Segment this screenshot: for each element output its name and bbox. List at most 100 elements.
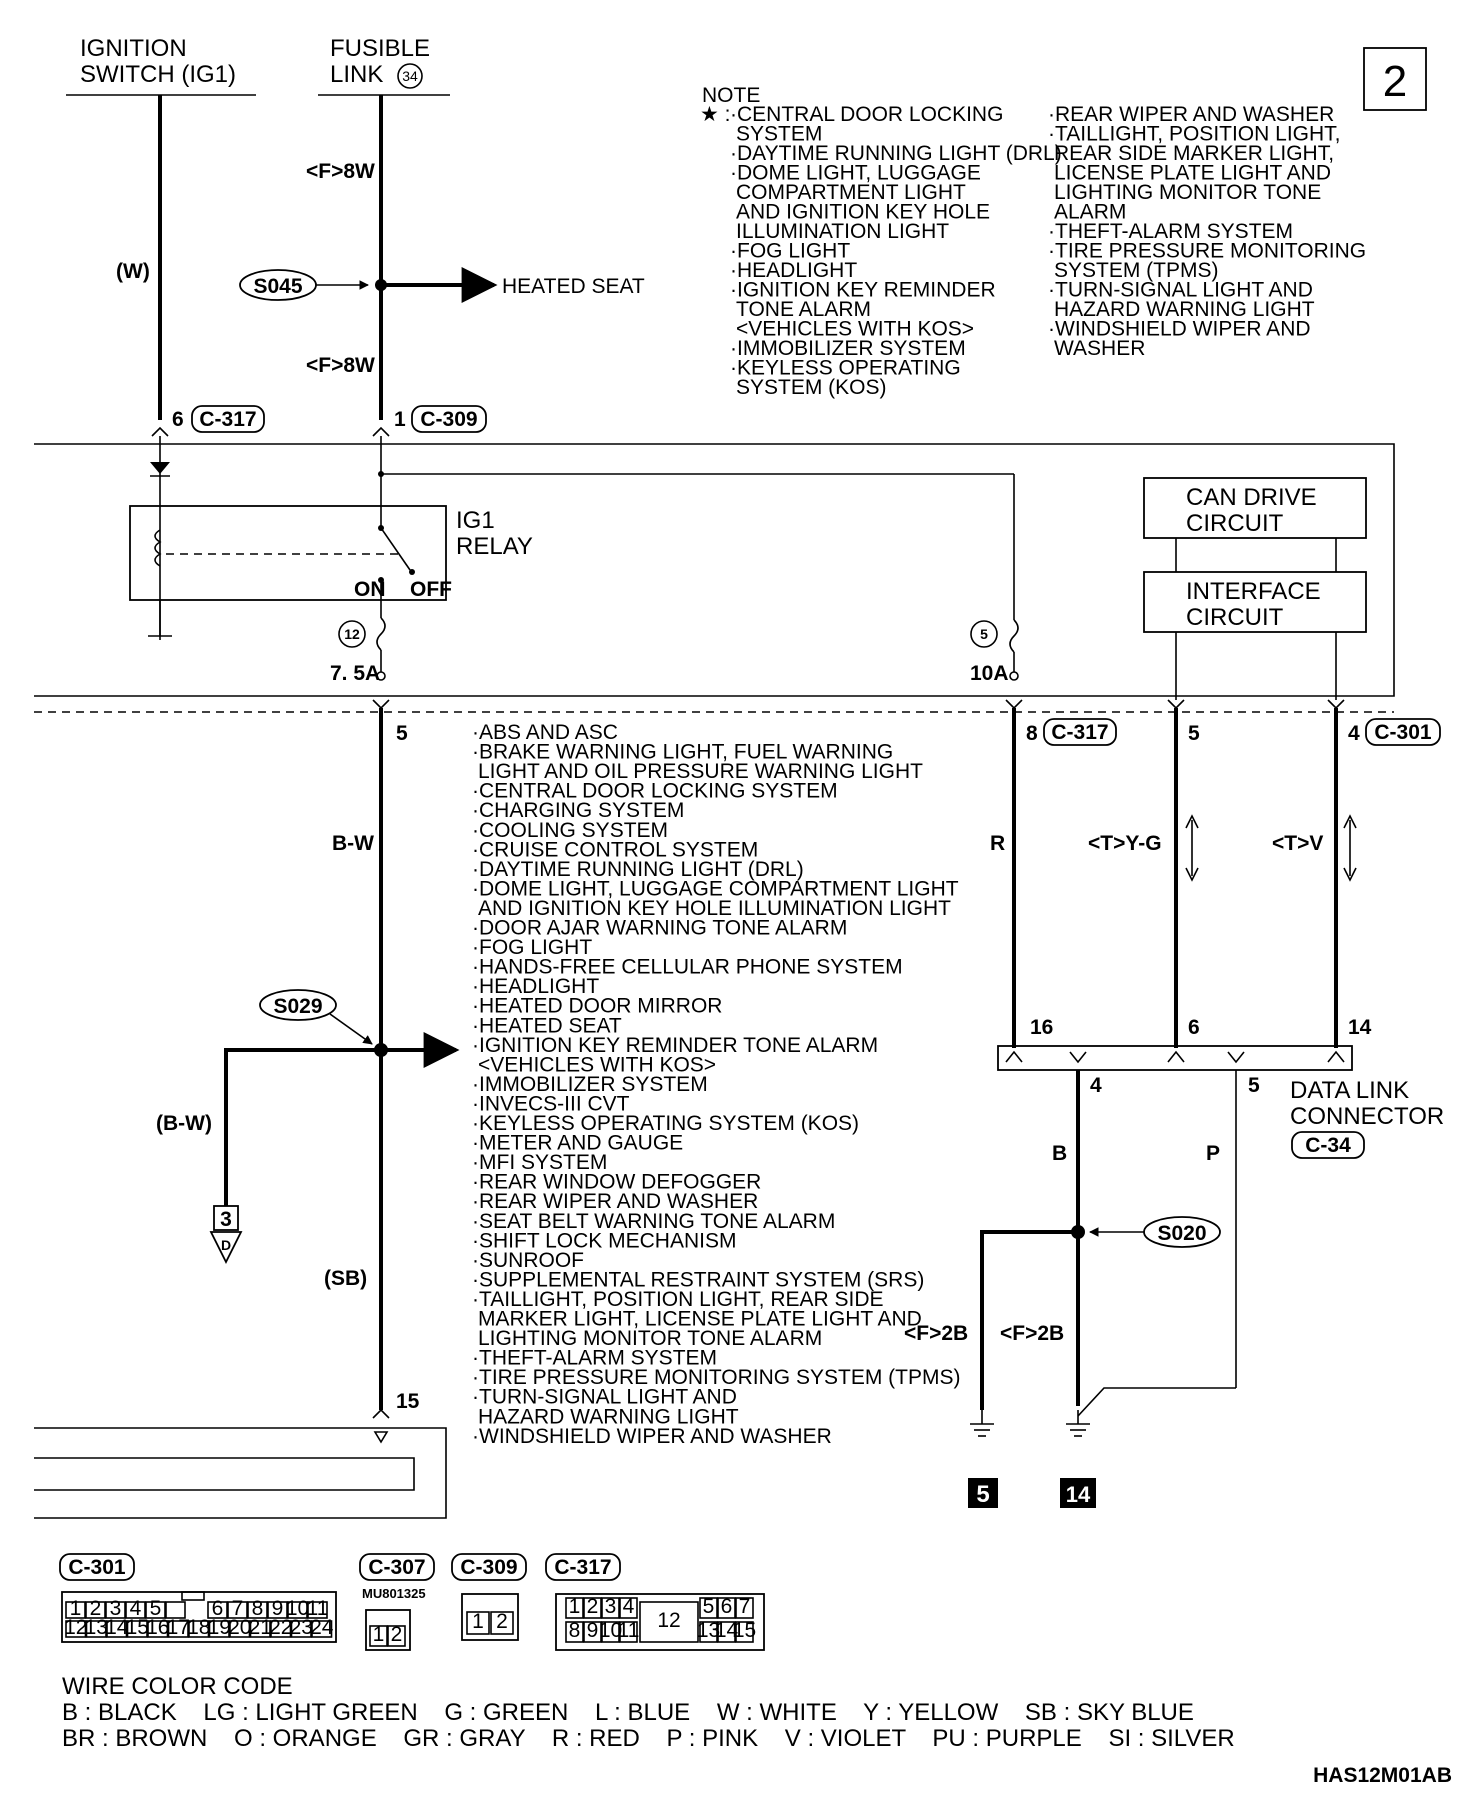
- s045-label: S045: [253, 275, 302, 298]
- c307-part-number: MU801325: [362, 1586, 426, 1601]
- s029-oval: [259, 989, 337, 1021]
- c301-pin: [85, 1620, 107, 1638]
- unit-outline-upper: [34, 443, 1395, 697]
- c301-pin-num: 16: [146, 1616, 169, 1639]
- relay-label-2: RELAY: [456, 533, 533, 560]
- wire-f2b-label-1: <F>2B: [904, 1322, 968, 1345]
- c317-pin-num: 14: [715, 1619, 739, 1642]
- c301-pin-num: 4: [130, 1597, 142, 1620]
- c301-pin: [229, 1620, 251, 1638]
- can-drive-label-1: CAN DRIVE: [1186, 484, 1317, 511]
- dlc-body: [997, 1045, 1353, 1071]
- term-5-right: [1167, 699, 1185, 710]
- wire-f2b-left: [980, 1230, 1078, 1410]
- note-item: SYSTEM (TPMS): [1054, 259, 1219, 282]
- c301-pin: [207, 1601, 228, 1619]
- c317-top-terminal: [151, 426, 169, 437]
- dlc-label-1: DATA LINK: [1290, 1077, 1409, 1104]
- systems-list-item: ·TIRE PRESSURE MONITORING SYSTEM (TPMS): [472, 1366, 960, 1389]
- c301-pin: [247, 1601, 268, 1619]
- c309-body: [461, 1593, 519, 1641]
- systems-list-item: LIGHTING MONITOR TONE ALARM: [478, 1327, 822, 1350]
- wire-w-label: (W): [116, 260, 150, 283]
- c301-pin: [126, 1620, 148, 1638]
- c317-pin-num: 4: [623, 1595, 635, 1618]
- c301-pin: [188, 1620, 210, 1638]
- wire-b-label: B: [1052, 1142, 1067, 1165]
- c301-pin: [249, 1620, 271, 1638]
- dlc-label-2: CONNECTOR: [1290, 1103, 1444, 1130]
- c309-pin-num: 1: [472, 1610, 484, 1633]
- c301-key: [181, 1591, 205, 1601]
- relay-off-label: OFF: [410, 578, 452, 601]
- note-item: AND IGNITION KEY HOLE: [736, 201, 990, 224]
- c317-pin: [735, 1597, 754, 1619]
- systems-list-item: AND IGNITION KEY HOLE ILLUMINATION LIGHT: [478, 897, 951, 920]
- wire-f8w-label-2: <F>8W: [306, 354, 375, 377]
- c301-pin-num: 7: [232, 1597, 244, 1620]
- c301-pin-num: 18: [187, 1616, 210, 1639]
- c301-pin: [227, 1601, 248, 1619]
- c307-pin-num: 2: [391, 1623, 403, 1646]
- wire-r-label: R: [990, 832, 1005, 855]
- c317-pin: [699, 1597, 718, 1619]
- c317-pin: [583, 1621, 602, 1643]
- c317-pin-num: 5: [703, 1595, 715, 1618]
- note-item: LIGHTING MONITOR TONE: [1054, 181, 1321, 204]
- systems-list-item: MARKER LIGHT, LICENSE PLATE LIGHT AND: [478, 1308, 922, 1331]
- c301-pin: [167, 1620, 189, 1638]
- pin5-right: 5: [1188, 722, 1200, 745]
- fuse5-terminal: [1009, 671, 1019, 681]
- note-item: ·IMMOBILIZER SYSTEM: [730, 337, 966, 360]
- c317-pin-num: 8: [569, 1619, 581, 1642]
- fusible-link-label-2: LINK: [330, 61, 383, 88]
- c301-mid-name-box: [1365, 718, 1441, 746]
- c307-view-name: C-307: [368, 1556, 425, 1579]
- c301-pin: [125, 1601, 146, 1619]
- c309-pin: [490, 1611, 514, 1635]
- systems-list-item: ·INVECS-III CVT: [472, 1092, 630, 1115]
- note-item: TONE ALARM: [736, 298, 871, 321]
- note-item: SYSTEM: [736, 123, 822, 146]
- note-item: HAZARD WARNING LIGHT: [1054, 298, 1315, 321]
- fuse12-icon: [376, 617, 386, 651]
- ig1-relay-box: [129, 505, 447, 601]
- c317-pin-num: 3: [605, 1595, 617, 1618]
- c301-pin: [287, 1601, 308, 1619]
- lower-unit-inner: [34, 1457, 415, 1491]
- systems-list-item: ·HEADLIGHT: [472, 975, 599, 998]
- c301-pin: [145, 1601, 166, 1619]
- c301-pin-num: 3: [110, 1597, 122, 1620]
- note-item: ·DAYTIME RUNNING LIGHT (DRL): [730, 142, 1062, 165]
- c301-pin-num: 22: [269, 1616, 292, 1639]
- wire-bw-branch: [224, 1048, 381, 1206]
- systems-list-item: ·THEFT-ALARM SYSTEM: [472, 1347, 717, 1370]
- wire-v-label: <T>V: [1272, 832, 1323, 855]
- c317-pin-num: 2: [587, 1595, 599, 1618]
- relay-off-contact: [409, 569, 415, 575]
- systems-list-item: ·SUPPLEMENTAL RESTRAINT SYSTEM (SRS): [472, 1268, 924, 1291]
- note-item: <VEHICLES WITH KOS>: [736, 318, 974, 341]
- note-item: ·TIRE PRESSURE MONITORING: [1048, 240, 1366, 263]
- c301-pin: [165, 1601, 186, 1619]
- c301-pin-num: 23: [290, 1616, 313, 1639]
- wire-sb-label: (SB): [324, 1267, 367, 1290]
- note-item: WASHER: [1054, 337, 1145, 360]
- note-item: ·FOG LIGHT: [730, 240, 850, 263]
- systems-list-item: ·KEYLESS OPERATING SYSTEM (KOS): [472, 1112, 859, 1135]
- dlc-name-box: [1291, 1131, 1365, 1159]
- relay-on-label: ON: [354, 578, 386, 601]
- systems-list-item: ·DOOR AJAR WARNING TONE ALARM: [472, 917, 847, 940]
- c309-view-name: C-309: [460, 1556, 517, 1579]
- c301-pin-num: 15: [126, 1616, 149, 1639]
- c301-pin-num: 17: [167, 1616, 190, 1639]
- ground5-box: [968, 1478, 998, 1508]
- systems-list-item: ·CENTRAL DOOR LOCKING SYSTEM: [472, 780, 838, 803]
- c317-mid-name-box: [1043, 718, 1117, 746]
- lower-unit-outline: [34, 1427, 447, 1519]
- note-item: COMPARTMENT LIGHT: [736, 181, 966, 204]
- gnd-d-letter: D: [221, 1237, 231, 1253]
- diode-icon: [150, 462, 170, 474]
- interface-box: [1143, 571, 1367, 633]
